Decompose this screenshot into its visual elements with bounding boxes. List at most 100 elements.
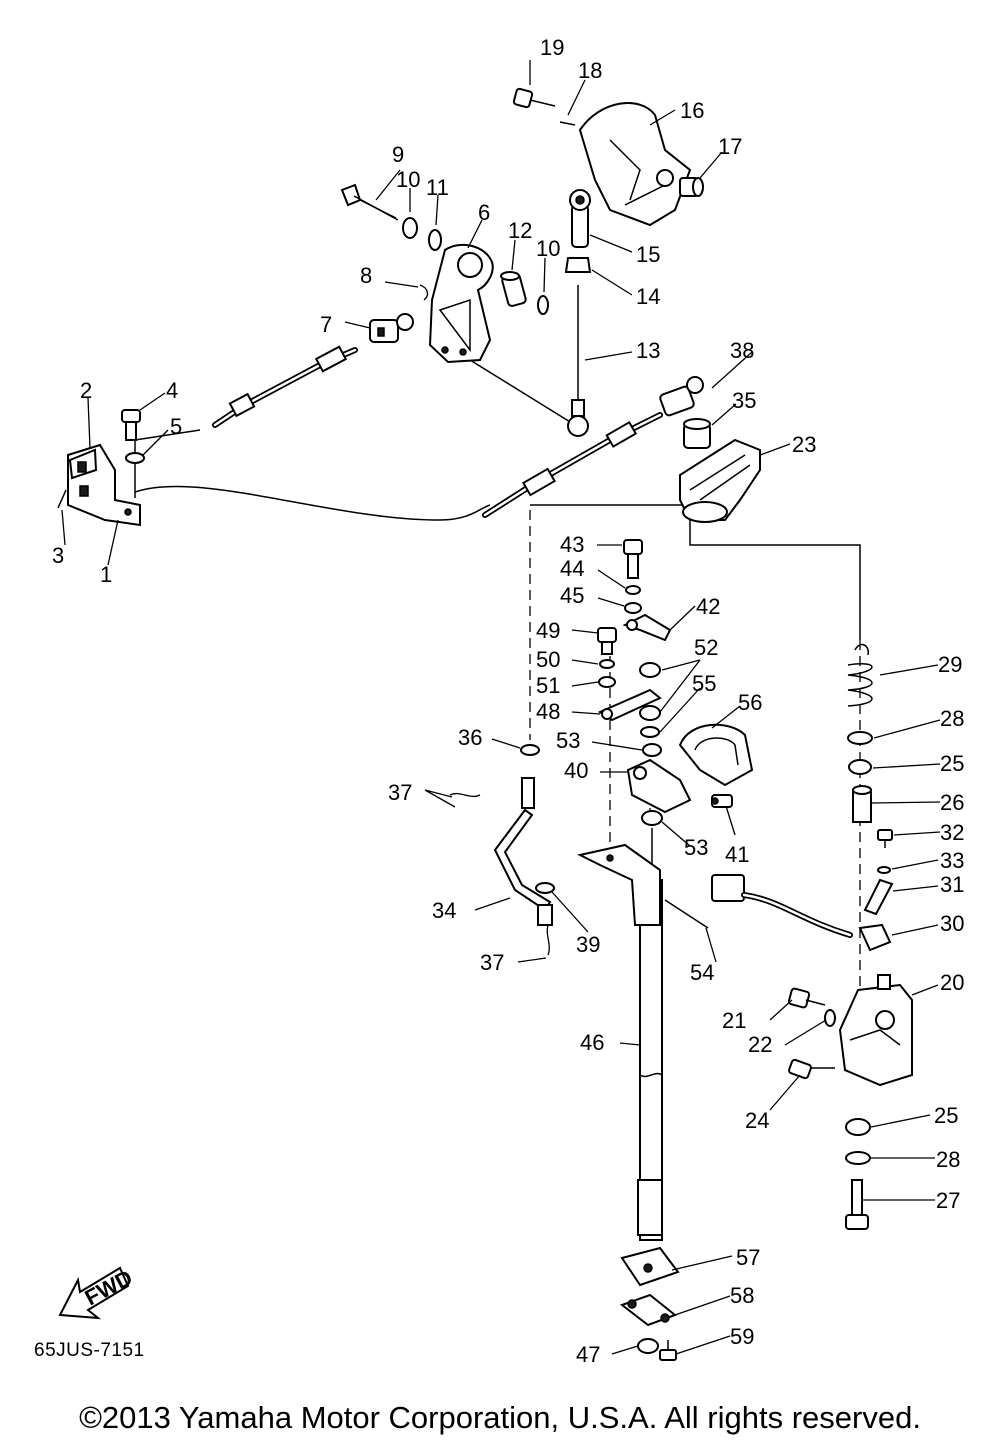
link-part-48 — [597, 688, 662, 722]
bolt-part-43 — [623, 539, 643, 579]
callout-8: 8 — [360, 263, 372, 288]
callout-19: 19 — [540, 35, 564, 60]
washer-part-22 — [824, 1009, 836, 1027]
callout-18: 18 — [578, 58, 602, 83]
callout-16: 16 — [680, 98, 704, 123]
washer-part-55 — [640, 726, 660, 738]
fwd-arrow-icon: FWD — [58, 1265, 137, 1320]
callout-6: 6 — [478, 200, 490, 225]
pin-part-54 — [664, 899, 709, 929]
clip-part-37b — [546, 924, 550, 956]
bolt-part-4 — [121, 409, 141, 441]
callout-3: 3 — [52, 543, 64, 568]
callout-12: 12 — [508, 218, 532, 243]
plate-part-31 — [863, 878, 894, 916]
copyright-notice: ©2013 Yamaha Motor Corporation, U.S.A. A… — [79, 1400, 921, 1435]
nut-part-25b — [845, 1118, 871, 1136]
washer-part-33 — [877, 866, 891, 874]
callout-53a: 53 — [556, 728, 580, 753]
washer-part-50 — [599, 659, 615, 669]
callout-45: 45 — [560, 583, 584, 608]
callout-22: 22 — [748, 1032, 772, 1057]
callout-leaders — [61, 60, 941, 1355]
callout-9: 9 — [392, 142, 404, 167]
throttle-cable-upper — [212, 345, 358, 428]
callout-42: 42 — [696, 594, 720, 619]
screw-part-59 — [659, 1340, 677, 1361]
callout-24: 24 — [745, 1108, 769, 1133]
screw-part-41 — [711, 794, 733, 808]
callout-28b: 28 — [936, 1147, 960, 1172]
callout-35: 35 — [732, 388, 756, 413]
bolt-part-49 — [597, 627, 617, 655]
callout-37a: 37 — [388, 780, 412, 805]
plate-part-42 — [622, 613, 672, 642]
callout-25a: 25 — [940, 751, 964, 776]
plate-part-58 — [619, 1293, 678, 1327]
nut-part-53a — [642, 743, 662, 757]
callout-28a: 28 — [940, 706, 964, 731]
fwd-label: FWD — [81, 1265, 137, 1311]
bracket-part-1 — [67, 443, 141, 527]
washer-part-18 — [559, 121, 576, 126]
callout-51: 51 — [536, 673, 560, 698]
callout-55: 55 — [692, 671, 716, 696]
callout-53b: 53 — [684, 835, 708, 860]
callout-20: 20 — [940, 970, 964, 995]
bolt-part-21 — [787, 987, 826, 1009]
callout-4: 4 — [166, 378, 178, 403]
washer-part-5 — [125, 452, 145, 464]
callout-49: 49 — [536, 618, 560, 643]
callout-31: 31 — [940, 872, 964, 897]
callout-41: 41 — [725, 842, 749, 867]
callout-15: 15 — [636, 242, 660, 267]
callout-33: 33 — [940, 848, 964, 873]
callout-34: 34 — [432, 898, 456, 923]
washer-part-28b — [845, 1151, 871, 1165]
washer-part-36 — [520, 744, 540, 756]
callout-26: 26 — [940, 790, 964, 815]
joint-part-15 — [569, 189, 591, 248]
nut-part-52 — [639, 662, 661, 721]
joint-part-38 — [659, 376, 704, 417]
callout-1: 1 — [100, 562, 112, 587]
lever-part-40 — [626, 758, 692, 814]
callout-58: 58 — [730, 1283, 754, 1308]
diagram-code: 65JUS-7151 — [34, 1340, 145, 1361]
callout-17: 17 — [718, 134, 742, 159]
o-ring-part-47 — [637, 1338, 659, 1354]
callout-46: 46 — [580, 1030, 604, 1055]
washer-part-45 — [624, 602, 642, 614]
callout-36: 36 — [458, 725, 482, 750]
lever-part-34 — [493, 777, 553, 926]
screw-part-32 — [877, 829, 893, 848]
callout-27: 27 — [936, 1188, 960, 1213]
collar-part-35 — [683, 418, 711, 449]
callout-32: 32 — [940, 820, 964, 845]
washer-part-28a — [847, 731, 873, 745]
callout-57: 57 — [736, 1245, 760, 1270]
collar-part-17 — [679, 177, 704, 197]
callout-29: 29 — [938, 652, 962, 677]
callout-52: 52 — [694, 635, 718, 660]
nut-part-53b — [641, 810, 663, 826]
callout-50: 50 — [536, 647, 560, 672]
bracket-part-20 — [838, 974, 913, 1087]
clip-part-37a — [449, 792, 481, 798]
callout-23: 23 — [792, 432, 816, 457]
callout-54: 54 — [690, 960, 714, 985]
joint-part-7 — [369, 313, 414, 343]
washer-part-10a — [402, 217, 418, 239]
bolt-part-9 — [340, 183, 399, 221]
washer-part-44 — [625, 585, 641, 595]
washer-part-10b — [537, 295, 549, 315]
callout-21: 21 — [722, 1008, 746, 1033]
callout-48: 48 — [536, 699, 560, 724]
collar-part-12 — [500, 271, 527, 307]
callout-7: 7 — [320, 312, 332, 337]
washer-part-51 — [598, 676, 616, 688]
pin-part-3 — [57, 489, 67, 509]
washer-part-11 — [428, 229, 442, 251]
callout-39: 39 — [576, 932, 600, 957]
